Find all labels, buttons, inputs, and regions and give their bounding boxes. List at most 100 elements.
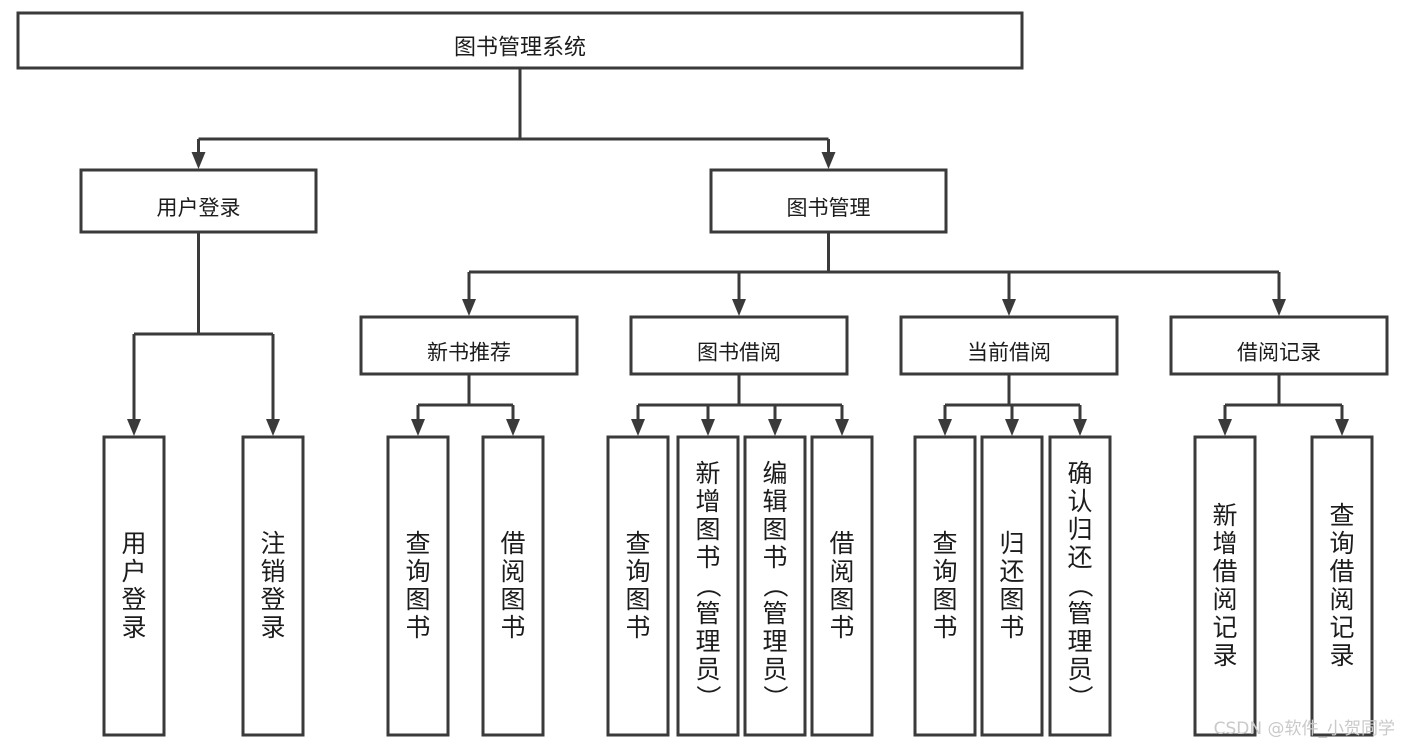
svg-text:还: 还 — [1067, 543, 1092, 572]
node-box-new-book-rec — [359, 315, 579, 376]
svg-text:理: 理 — [762, 627, 787, 656]
svg-text:查: 查 — [625, 529, 650, 558]
svg-text:（: （ — [694, 573, 723, 598]
svg-text:登: 登 — [260, 585, 285, 614]
svg-text:（: （ — [1066, 573, 1095, 598]
node-book-manage[interactable]: 图书管理 — [709, 168, 948, 234]
svg-text:认: 认 — [1067, 487, 1092, 516]
svg-text:图: 图 — [695, 515, 720, 544]
svg-text:录: 录 — [260, 613, 285, 642]
svg-text:）: ） — [761, 685, 790, 710]
node-box-leaf-add-record — [1193, 435, 1257, 737]
node-box-leaf-query-book-rec — [386, 435, 450, 737]
node-label-leaf-user-login: 用户登录 — [121, 529, 146, 642]
node-borrow-record[interactable]: 借阅记录 — [1169, 315, 1389, 376]
svg-text:员: 员 — [695, 655, 720, 684]
svg-text:归: 归 — [1067, 515, 1092, 544]
node-box-leaf-logout — [241, 435, 305, 737]
svg-text:询: 询 — [932, 557, 957, 586]
svg-text:查: 查 — [405, 529, 430, 558]
svg-text:录: 录 — [1212, 641, 1237, 670]
node-label-current-borrow: 当前借阅 — [967, 341, 1051, 365]
svg-text:增: 增 — [695, 487, 720, 516]
node-box-leaf-add-book — [676, 435, 740, 737]
node-box-leaf-query-book-borrow — [606, 435, 670, 737]
svg-text:编: 编 — [762, 459, 787, 488]
svg-text:确: 确 — [1067, 459, 1092, 488]
svg-text:书: 书 — [695, 543, 720, 572]
svg-text:图: 图 — [500, 585, 525, 614]
svg-text:借: 借 — [829, 529, 854, 558]
node-current-borrow[interactable]: 当前借阅 — [899, 315, 1119, 376]
node-user-login[interactable]: 用户登录 — [79, 168, 318, 234]
svg-text:录: 录 — [1329, 641, 1354, 670]
node-book-borrow[interactable]: 图书借阅 — [629, 315, 849, 376]
svg-text:图: 图 — [932, 585, 957, 614]
svg-text:书: 书 — [625, 613, 650, 642]
svg-text:理: 理 — [695, 627, 720, 656]
node-box-root — [16, 11, 1024, 70]
node-leaf-user-login[interactable]: 用户登录 — [102, 435, 166, 737]
node-label-new-book-rec: 新书推荐 — [427, 341, 511, 365]
svg-text:查: 查 — [1329, 501, 1354, 530]
node-box-leaf-borrow-book-rec — [481, 435, 545, 737]
svg-text:增: 增 — [1212, 529, 1237, 558]
svg-text:管: 管 — [762, 599, 787, 628]
node-box-book-manage — [709, 168, 948, 234]
svg-text:新: 新 — [695, 459, 720, 488]
node-box-leaf-confirm-return — [1048, 435, 1112, 737]
node-box-leaf-edit-book — [743, 435, 807, 737]
node-label-book-manage: 图书管理 — [787, 196, 871, 220]
svg-text:阅: 阅 — [500, 557, 525, 586]
svg-text:员: 员 — [1067, 655, 1092, 684]
svg-text:阅: 阅 — [1212, 585, 1237, 614]
svg-text:借: 借 — [1212, 557, 1237, 586]
svg-text:记: 记 — [1212, 613, 1237, 642]
node-box-leaf-return-book — [980, 435, 1044, 737]
node-new-book-rec[interactable]: 新书推荐 — [359, 315, 579, 376]
svg-text:）: ） — [694, 685, 723, 710]
svg-text:书: 书 — [829, 613, 854, 642]
svg-text:阅: 阅 — [1329, 585, 1354, 614]
node-root[interactable]: 图书管理系统 — [16, 11, 1024, 70]
svg-text:书: 书 — [405, 613, 430, 642]
svg-text:登: 登 — [121, 585, 146, 614]
svg-text:询: 询 — [625, 557, 650, 586]
svg-text:书: 书 — [500, 613, 525, 642]
node-label-root: 图书管理系统 — [454, 36, 586, 61]
node-box-current-borrow — [899, 315, 1119, 376]
node-box-leaf-user-login — [102, 435, 166, 737]
svg-text:图: 图 — [762, 515, 787, 544]
svg-text:记: 记 — [1329, 613, 1354, 642]
svg-text:录: 录 — [121, 613, 146, 642]
svg-text:阅: 阅 — [829, 557, 854, 586]
svg-text:管: 管 — [1067, 599, 1092, 628]
svg-text:辑: 辑 — [762, 487, 787, 516]
node-box-book-borrow — [629, 315, 849, 376]
node-box-user-login — [79, 168, 318, 234]
svg-text:户: 户 — [121, 557, 146, 586]
svg-text:）: ） — [1066, 685, 1095, 710]
node-label-user-login: 用户登录 — [157, 196, 241, 220]
